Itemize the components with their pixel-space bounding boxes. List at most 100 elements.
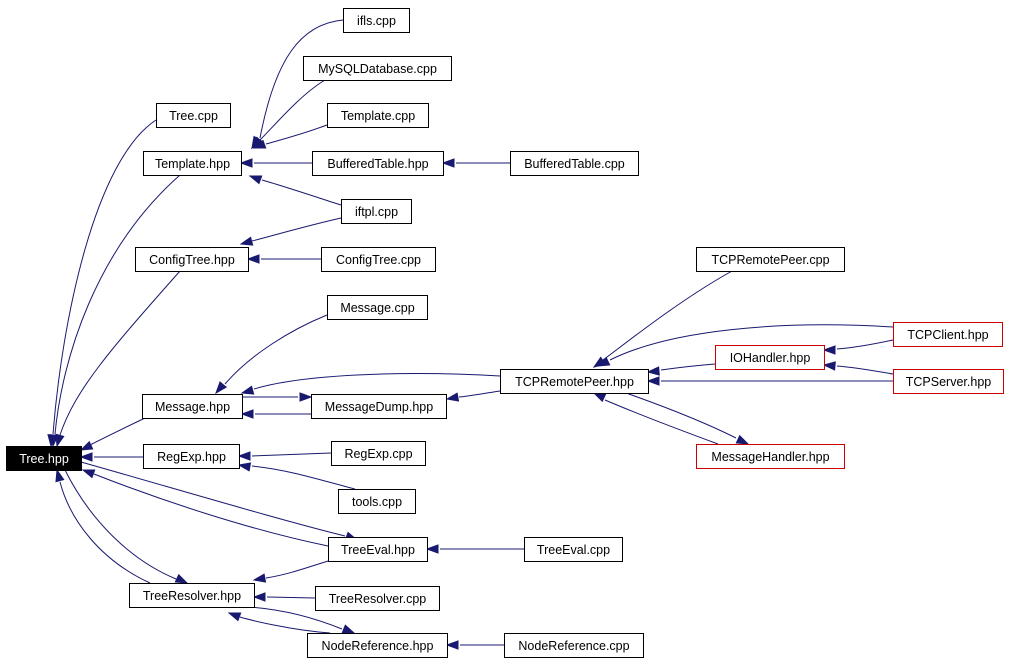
node-box[interactable] xyxy=(893,369,1004,394)
edge-line xyxy=(93,473,329,547)
node-treeeval-cpp[interactable]: TreeEval.cpp xyxy=(524,537,623,562)
node-box[interactable] xyxy=(500,369,649,394)
edge-tcpserver-hpp-to-tcpremotepeer-hpp xyxy=(646,376,893,386)
node-box[interactable] xyxy=(321,247,436,272)
edge-line xyxy=(64,469,177,580)
node-box[interactable] xyxy=(341,199,412,224)
node-box[interactable] xyxy=(315,586,440,611)
edge-line xyxy=(239,616,331,634)
edge-message-hpp-to-messagedump-hpp xyxy=(242,392,313,402)
node-treeeval-hpp[interactable]: TreeEval.hpp xyxy=(328,537,428,562)
edge-iftpl-cpp-to-template-hpp xyxy=(248,175,342,206)
edge-line xyxy=(52,119,157,435)
node-messagedump-hpp[interactable]: MessageDump.hpp xyxy=(311,394,447,419)
node-box[interactable] xyxy=(143,444,240,469)
node-iftpl-cpp[interactable]: iftpl.cpp xyxy=(341,199,412,224)
arrowhead-icon xyxy=(822,345,836,355)
node-box[interactable] xyxy=(327,103,429,128)
edge-treeeval-hpp-to-tree-hpp xyxy=(81,469,329,547)
node-box[interactable] xyxy=(6,446,82,471)
node-box[interactable] xyxy=(696,247,845,272)
node-regexp-hpp[interactable]: RegExp.hpp xyxy=(143,444,240,469)
node-label: Tree.cpp xyxy=(169,109,218,123)
node-label: MySQLDatabase.cpp xyxy=(318,62,437,76)
node-message-hpp[interactable]: Message.hpp xyxy=(142,394,243,419)
edge-treeresolver-hpp-to-nodereference-hpp xyxy=(249,606,356,634)
node-tree-cpp[interactable]: Tree.cpp xyxy=(156,103,231,128)
edge-messagehandler-hpp-to-tcpremotepeer-hpp xyxy=(592,392,719,445)
node-box[interactable] xyxy=(331,441,426,466)
arrowhead-icon xyxy=(441,158,455,168)
node-box[interactable] xyxy=(524,537,623,562)
node-box[interactable] xyxy=(129,583,255,608)
node-box[interactable] xyxy=(135,247,249,272)
node-configtree-hpp[interactable]: ConfigTree.hpp xyxy=(135,247,249,272)
node-regexp-cpp[interactable]: RegExp.cpp xyxy=(331,441,426,466)
node-tools-cpp[interactable]: tools.cpp xyxy=(338,489,416,514)
edge-line xyxy=(80,461,346,537)
node-box[interactable] xyxy=(311,394,447,419)
node-nodereference-cpp[interactable]: NodeReference.cpp xyxy=(504,633,644,658)
arrowhead-icon xyxy=(227,612,242,622)
arrowhead-icon xyxy=(174,573,189,584)
node-box[interactable] xyxy=(307,633,448,658)
node-box[interactable] xyxy=(312,151,444,176)
node-bufferedtable-cpp[interactable]: BufferedTable.cpp xyxy=(510,151,639,176)
arrowhead-icon xyxy=(246,254,260,264)
node-iohandler-hpp[interactable]: IOHandler.hpp xyxy=(715,345,825,370)
node-box[interactable] xyxy=(328,537,428,562)
node-mysqldatabase-cpp[interactable]: MySQLDatabase.cpp xyxy=(303,56,452,81)
node-tree-hpp[interactable]: Tree.hpp xyxy=(6,446,82,471)
arrowhead-icon xyxy=(299,392,313,402)
edge-line xyxy=(265,560,329,579)
node-box[interactable] xyxy=(156,103,231,128)
node-tcpclient-hpp[interactable]: TCPClient.hpp xyxy=(893,322,1003,347)
edge-tree-cpp-to-tree-hpp xyxy=(47,119,157,448)
node-box[interactable] xyxy=(893,322,1003,347)
node-box[interactable] xyxy=(510,151,639,176)
edge-configtree-cpp-to-configtree-hpp xyxy=(246,254,321,264)
node-tcpserver-hpp[interactable]: TCPServer.hpp xyxy=(893,369,1004,394)
node-label: ConfigTree.hpp xyxy=(149,253,235,267)
node-label: Tree.hpp xyxy=(19,452,69,466)
node-template-hpp[interactable]: Template.hpp xyxy=(143,151,242,176)
node-message-cpp[interactable]: Message.cpp xyxy=(327,295,428,320)
node-box[interactable] xyxy=(142,394,243,419)
edge-line xyxy=(602,270,733,361)
node-treeresolver-cpp[interactable]: TreeResolver.cpp xyxy=(315,586,440,611)
arrowhead-icon xyxy=(237,451,251,461)
node-messagehandler-hpp[interactable]: MessageHandler.hpp xyxy=(696,444,845,469)
arrowhead-icon xyxy=(822,361,836,371)
node-template-cpp[interactable]: Template.cpp xyxy=(327,103,429,128)
node-box[interactable] xyxy=(696,444,845,469)
edge-message-cpp-to-message-hpp xyxy=(215,314,328,395)
edge-line xyxy=(836,339,894,350)
node-treeresolver-hpp[interactable]: TreeResolver.hpp xyxy=(129,583,255,608)
node-tcpremotepeer-hpp[interactable]: TCPRemotePeer.hpp xyxy=(500,369,649,394)
edge-nodereference-hpp-to-treeresolver-hpp xyxy=(227,612,331,634)
node-box[interactable] xyxy=(338,489,416,514)
arrowhead-icon xyxy=(252,573,267,583)
edge-line xyxy=(836,365,894,375)
node-label: NodeReference.hpp xyxy=(322,639,434,653)
edge-messagedump-hpp-to-message-hpp xyxy=(240,409,311,419)
node-label: TCPServer.hpp xyxy=(906,375,992,389)
node-box[interactable] xyxy=(504,633,644,658)
edge-line xyxy=(59,270,181,436)
node-nodereference-hpp[interactable]: NodeReference.hpp xyxy=(307,633,448,658)
node-box[interactable] xyxy=(143,151,242,176)
node-ifls-cpp[interactable]: ifls.cpp xyxy=(343,8,410,33)
edge-ifls-cpp-to-template-hpp xyxy=(251,19,344,150)
node-box[interactable] xyxy=(343,8,410,33)
node-box[interactable] xyxy=(715,345,825,370)
node-box[interactable] xyxy=(303,56,452,81)
arrowhead-icon xyxy=(240,385,255,395)
edge-tcpserver-hpp-to-iohandler-hpp xyxy=(822,361,894,375)
arrowhead-icon xyxy=(252,139,267,149)
node-box[interactable] xyxy=(327,295,428,320)
node-configtree-cpp[interactable]: ConfigTree.cpp xyxy=(321,247,436,272)
arrowhead-icon xyxy=(592,392,607,403)
arrowhead-icon xyxy=(55,433,65,448)
node-bufferedtable-hpp[interactable]: BufferedTable.hpp xyxy=(312,151,444,176)
node-tcpremotepeer-cpp[interactable]: TCPRemotePeer.cpp xyxy=(696,247,845,272)
